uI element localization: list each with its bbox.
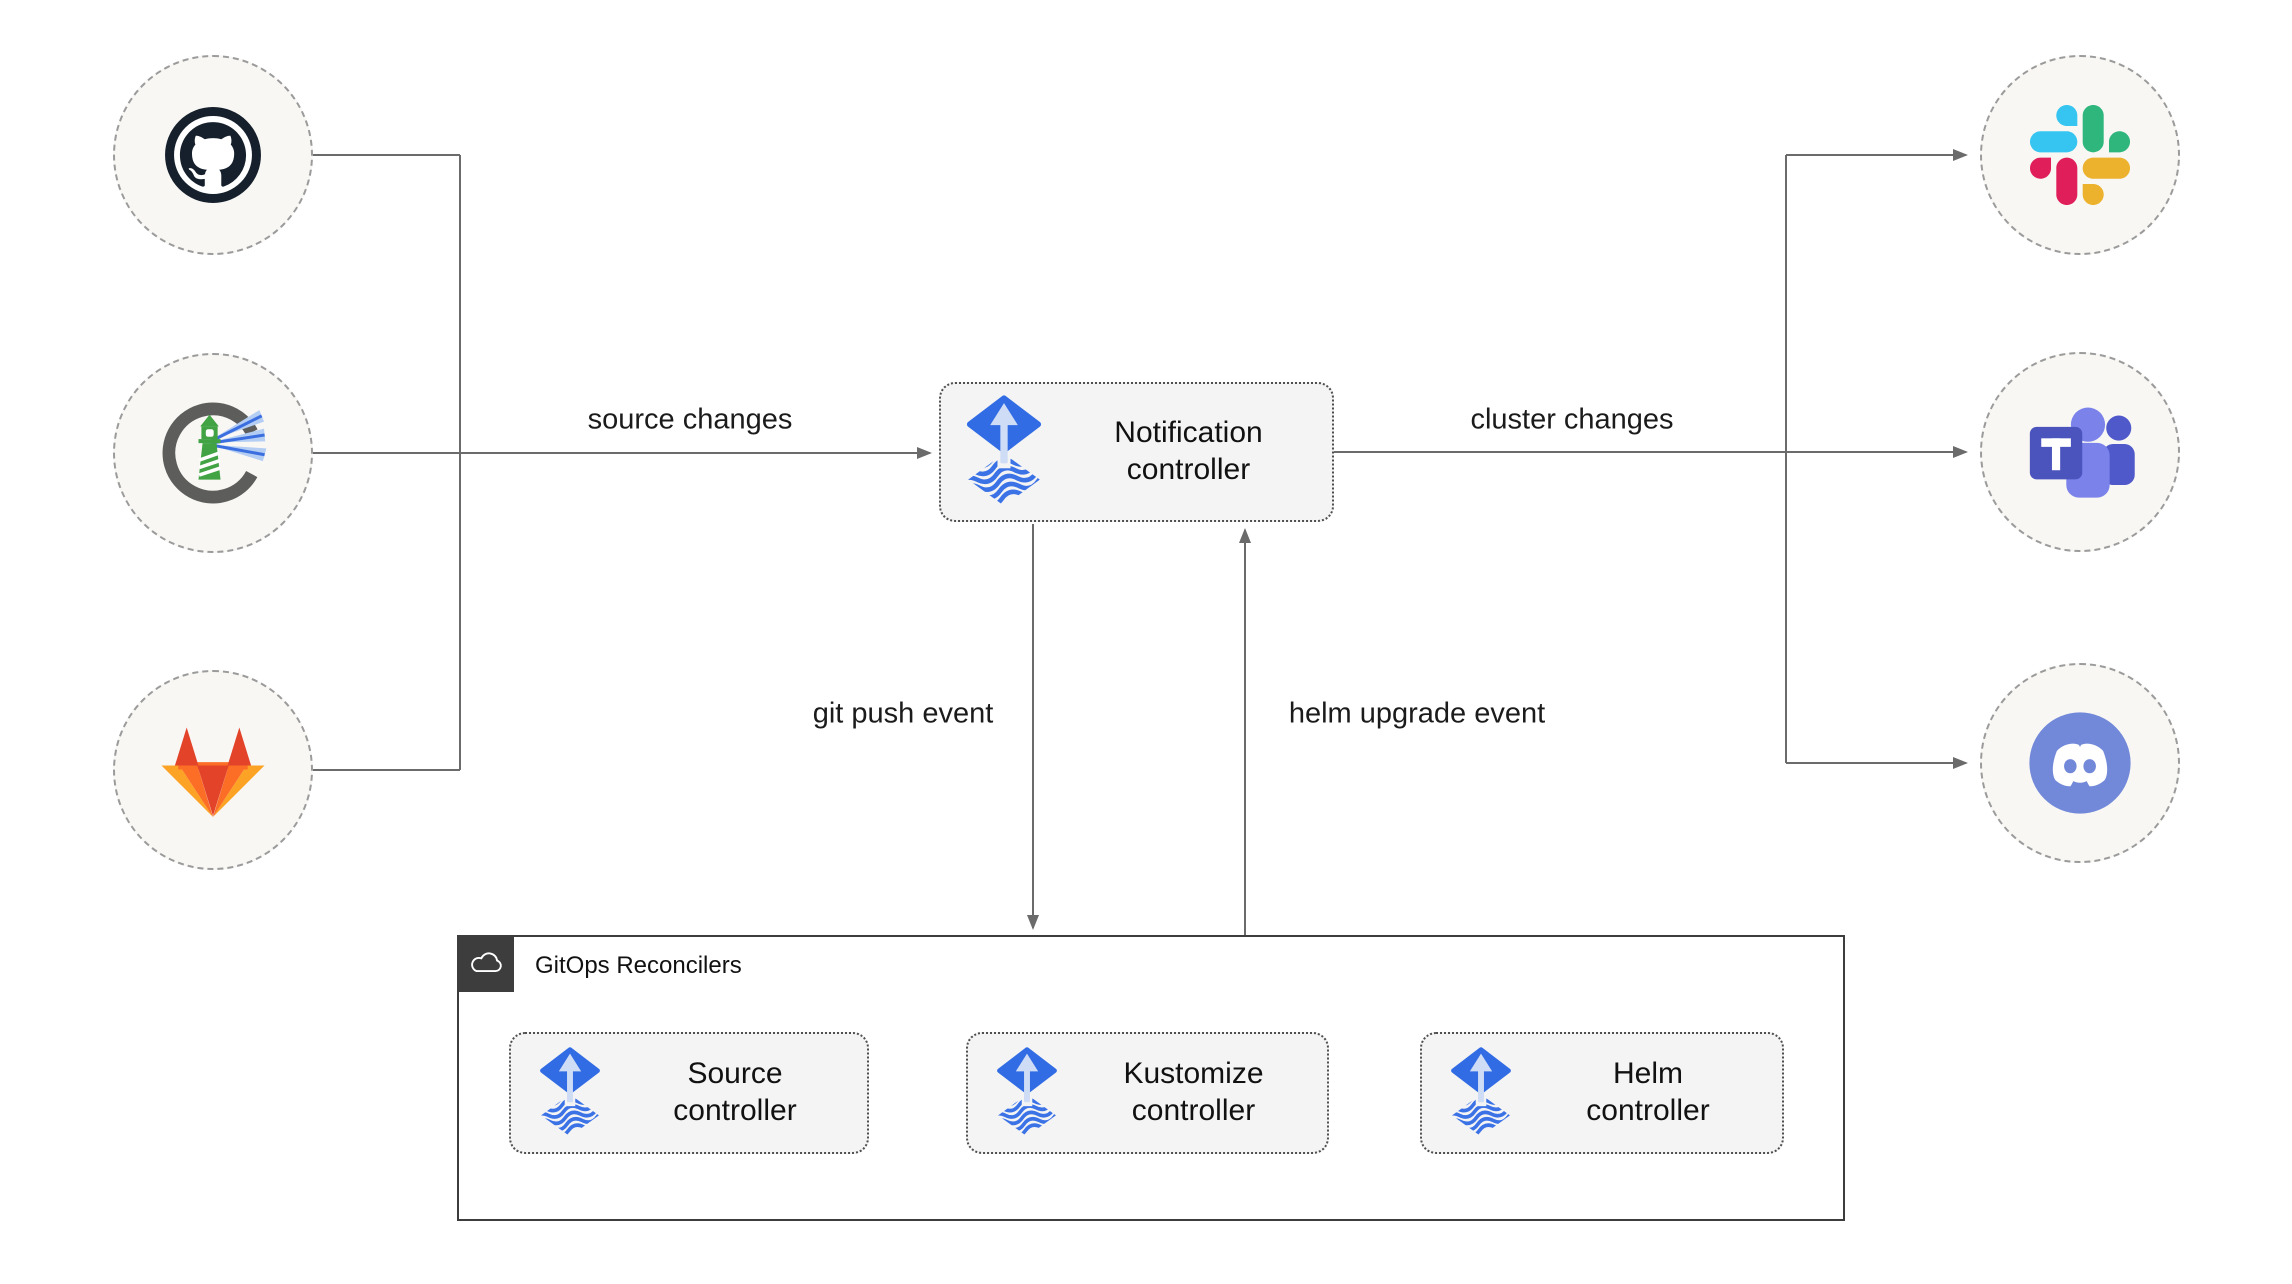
flux-icon [963, 395, 1045, 509]
flux-icon [994, 1047, 1060, 1139]
discord-icon [2029, 712, 2131, 814]
notification-controller-label: Notification controller [1114, 416, 1263, 486]
flux-icon [1448, 1047, 1514, 1139]
kustomize-controller-box: Kustomize controller [966, 1032, 1329, 1154]
harbor-icon [162, 402, 267, 504]
gitops-reconcilers-title: GitOps Reconcilers [535, 951, 742, 979]
source-controller-box: Source controller [509, 1032, 869, 1154]
git-push-event-label: git push event [812, 697, 994, 730]
flux-icon [537, 1047, 603, 1139]
notification-controller-box: Notification controller [939, 382, 1334, 522]
slack-node [1980, 55, 2180, 255]
github-icon [165, 107, 261, 203]
cluster-changes-label: cluster changes [1470, 403, 1674, 436]
gitops-reconcilers-container: GitOps Reconcilers Source controller Kus… [457, 935, 1845, 1221]
github-node [113, 55, 313, 255]
kustomize-controller-label: Kustomize controller [1123, 1057, 1264, 1127]
helm-upgrade-event-label: helm upgrade event [1288, 697, 1546, 730]
discord-node [1980, 663, 2180, 863]
teams-node [1980, 352, 2180, 552]
helm-controller-label: Helm controller [1586, 1057, 1710, 1127]
source-controller-label: Source controller [673, 1057, 797, 1127]
helm-controller-box: Helm controller [1420, 1032, 1784, 1154]
cloud-icon [470, 952, 502, 973]
source-changes-label: source changes [587, 403, 793, 436]
teams-icon [2029, 407, 2135, 498]
harbor-node [113, 353, 313, 553]
gitlab-icon [161, 727, 265, 818]
slack-icon [2030, 105, 2130, 205]
gitlab-node [113, 670, 313, 870]
cloud-badge [457, 935, 514, 992]
